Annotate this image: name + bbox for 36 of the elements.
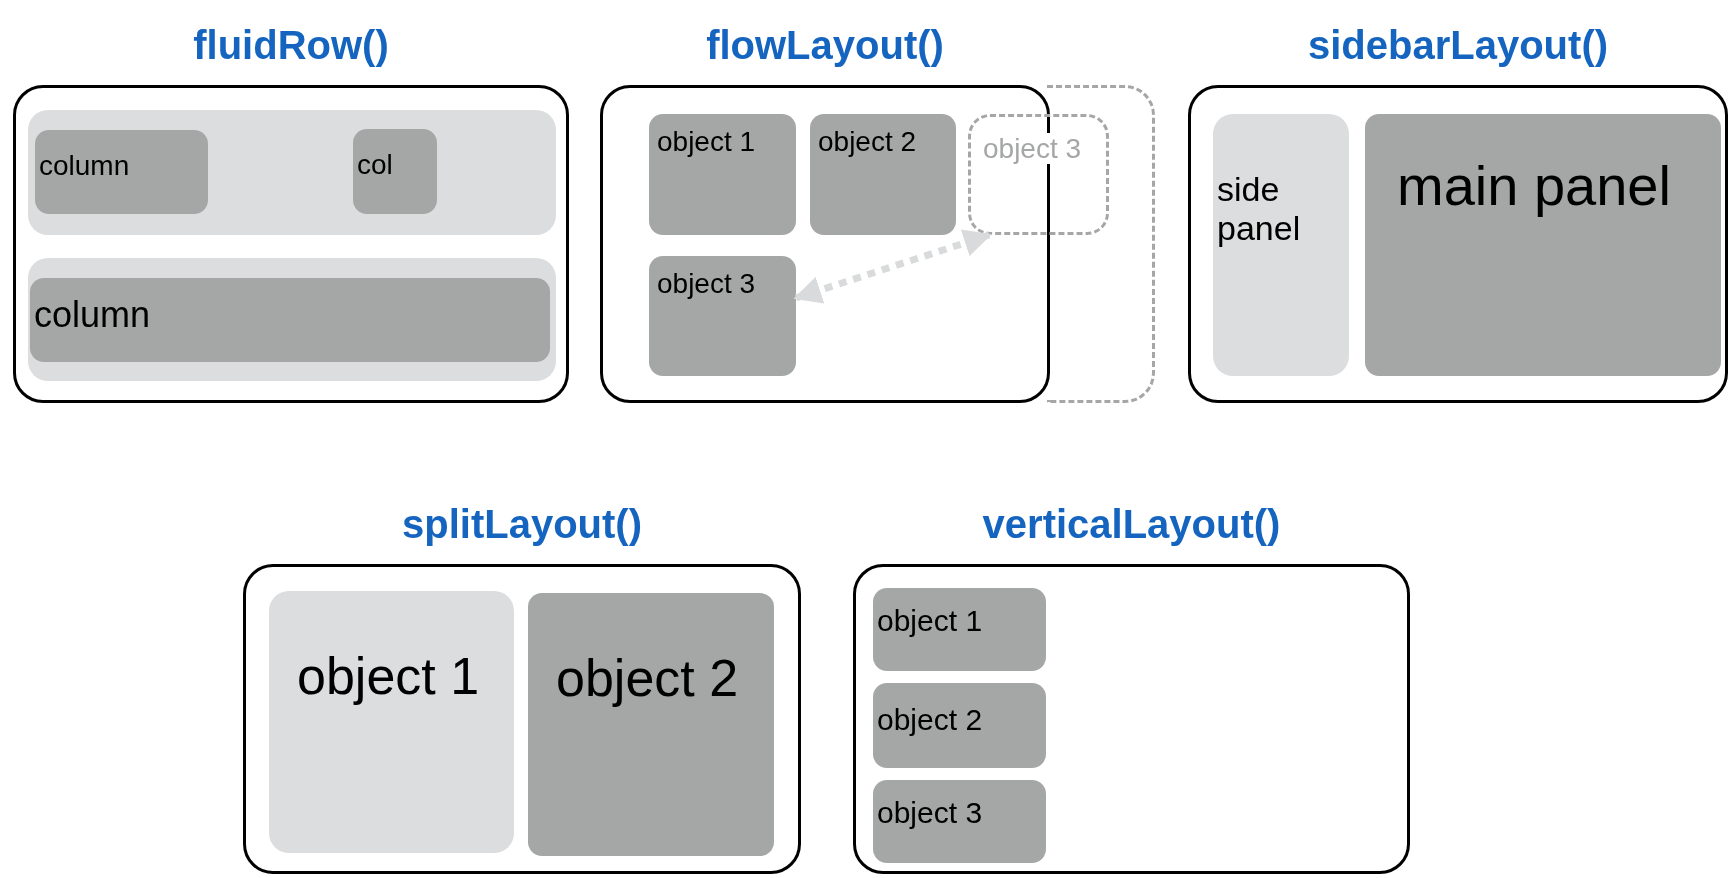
object-box — [353, 129, 437, 214]
layout-title: splitLayout() — [402, 501, 642, 547]
object-box — [810, 114, 956, 235]
object-label: col — [357, 149, 393, 180]
object-label: object 2 — [556, 649, 739, 707]
container-box — [269, 591, 514, 853]
layout-title: fluidRow() — [193, 22, 389, 68]
container-box — [28, 258, 556, 381]
moved-object-outline — [968, 114, 1109, 235]
object-box — [873, 683, 1046, 768]
layout-title: flowLayout() — [706, 22, 944, 68]
object-box — [649, 256, 796, 376]
object-label: object 1 — [657, 126, 756, 157]
container-box — [28, 110, 556, 235]
object-box — [649, 114, 796, 235]
object-box — [873, 588, 1046, 671]
object-label: object 1 — [297, 647, 480, 705]
object-label: column — [34, 294, 151, 335]
object-box — [873, 780, 1046, 863]
layout-title: sidebarLayout() — [1308, 22, 1608, 68]
object-label: side panel — [1217, 170, 1301, 248]
move-arrow — [793, 229, 992, 304]
object-label: object 3 — [657, 268, 756, 299]
object-label: object 2 — [818, 126, 917, 157]
object-box — [528, 593, 774, 856]
object-label: object 2 — [877, 703, 983, 736]
object-box — [1365, 114, 1721, 376]
container-box — [1213, 114, 1349, 376]
object-label: main panel — [1397, 154, 1671, 217]
object-box — [35, 130, 208, 214]
object-label: object 3 — [877, 796, 983, 829]
object-label: object 3 — [983, 133, 1082, 164]
object-label: object 1 — [877, 604, 983, 637]
object-box — [30, 278, 550, 362]
object-label: column — [39, 150, 130, 181]
layout-title: verticalLayout() — [982, 501, 1281, 547]
